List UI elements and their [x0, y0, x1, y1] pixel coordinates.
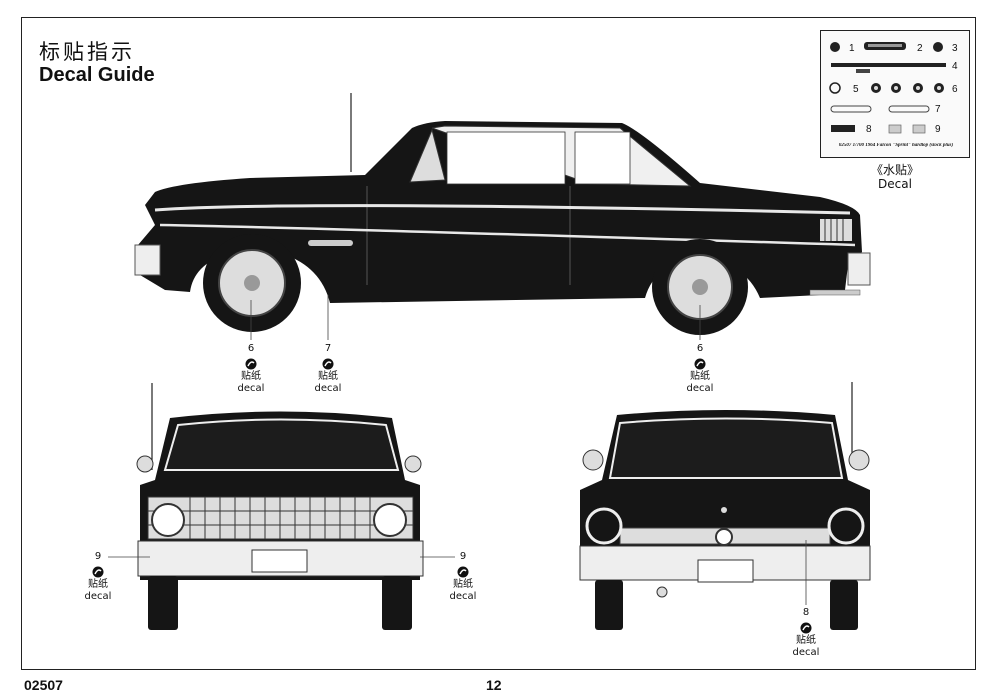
car-rear-view	[579, 382, 871, 630]
decal-number-2: 2	[917, 43, 923, 54]
decal-number-8: 8	[866, 124, 872, 135]
decal-icon	[694, 358, 706, 370]
page-title-cn: 标贴指示	[39, 40, 135, 64]
decal-sheet-label-cn: 《水贴》	[870, 163, 919, 177]
decal-sheet-artwork	[829, 42, 946, 134]
decal-number-1: 1	[849, 43, 855, 54]
callout-label-cn: 贴纸	[88, 579, 108, 590]
callout-label-cn: 贴纸	[690, 371, 710, 382]
callout-leader-lines	[108, 295, 807, 605]
callout-number: 9	[94, 551, 102, 562]
callout-label-cn: 贴纸	[318, 371, 338, 382]
decal-number-7: 7	[935, 104, 941, 115]
callout-decal-9-front-left: 9 贴纸 decal	[73, 551, 123, 603]
decal-icon	[800, 622, 812, 634]
decal-number-6: 6	[952, 84, 958, 95]
car-front-view	[136, 383, 424, 630]
callout-number: 9	[459, 551, 467, 562]
callout-decal-9-front-right: 9 贴纸 decal	[438, 551, 488, 603]
callout-decal-6-side-rear: 6 贴纸 decal	[675, 343, 725, 395]
decal-icon	[245, 358, 257, 370]
callout-label-en: decal	[314, 383, 342, 394]
callout-number: 6	[247, 343, 255, 354]
car-side-view	[134, 93, 871, 335]
decal-sheet-label: 《水贴》 Decal	[855, 163, 935, 191]
decal-number-9: 9	[935, 124, 941, 135]
callout-label-en: decal	[84, 591, 112, 602]
page-number: 12	[486, 677, 502, 693]
callout-label-en: decal	[449, 591, 477, 602]
page-frame	[21, 17, 976, 670]
callout-number: 7	[324, 343, 332, 354]
callout-label-cn: 贴纸	[241, 371, 261, 382]
product-code: 02507	[24, 677, 63, 693]
decal-icon	[457, 566, 469, 578]
decal-sheet-label-en: Decal	[878, 177, 912, 191]
decal-sheet: 1 2 3 4 5 6 7 8 9 02507 1/700 1964 Falco…	[820, 30, 970, 158]
callout-label-cn: 贴纸	[453, 579, 473, 590]
decal-number-4: 4	[952, 61, 958, 72]
callout-label-cn: 贴纸	[796, 635, 816, 646]
callout-label-en: decal	[792, 647, 820, 658]
decal-number-5: 5	[853, 84, 859, 95]
decal-sheet-caption: 02507 1/700 1964 Falcon "Sprint" hardtop…	[838, 143, 954, 148]
callout-decal-7-side: 7 贴纸 decal	[303, 343, 353, 395]
callout-decal-8-rear: 8 贴纸 decal	[781, 607, 831, 659]
callout-label-en: decal	[237, 383, 265, 394]
callout-decal-6-side-front: 6 贴纸 decal	[226, 343, 276, 395]
decal-number-3: 3	[952, 43, 958, 54]
decal-icon	[322, 358, 334, 370]
callout-number: 8	[802, 607, 810, 618]
callout-number: 6	[696, 343, 704, 354]
callout-label-en: decal	[686, 383, 714, 394]
page-title: Decal Guide	[39, 64, 155, 86]
decal-icon	[92, 566, 104, 578]
